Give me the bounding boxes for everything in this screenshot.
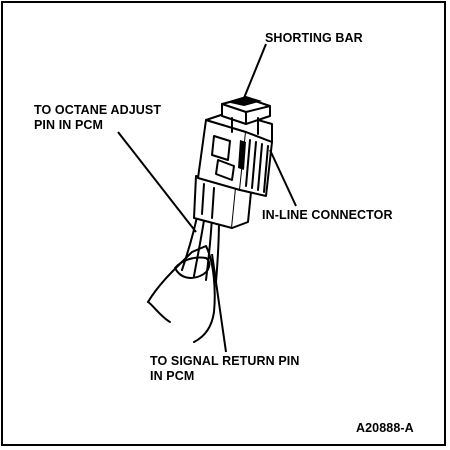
label-octane-adjust: TO OCTANE ADJUST PIN IN PCM (34, 103, 162, 132)
label-signal-return: TO SIGNAL RETURN PIN IN PCM (150, 354, 300, 383)
harness-sheath-end (174, 256, 211, 279)
latch-window (211, 135, 231, 161)
harness-sheath-edge (147, 301, 171, 323)
label-shorting-bar: SHORTING BAR (265, 31, 363, 45)
leader-octane (117, 131, 197, 233)
leader-signal (211, 253, 227, 353)
figure-code: A20888-A (356, 421, 414, 435)
wire-4 (215, 217, 220, 283)
label-inline-connector: IN-LINE CONNECTOR (262, 208, 393, 222)
leader-inline (269, 149, 297, 207)
wire-1 (181, 211, 199, 271)
harness-sheath (147, 245, 216, 343)
leader-shorting-bar (243, 43, 267, 99)
